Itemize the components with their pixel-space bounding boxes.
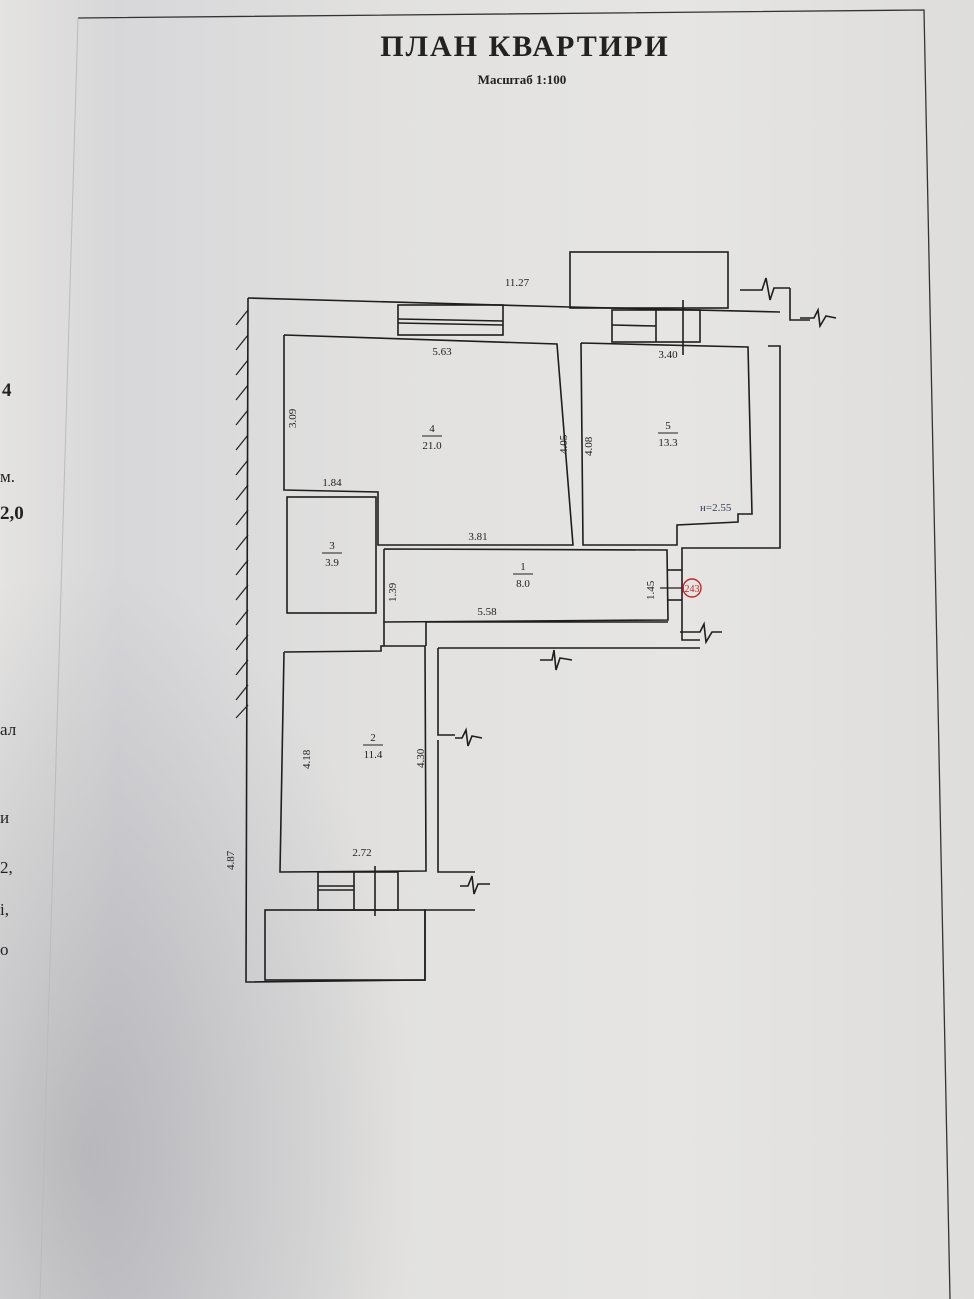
plan-scale: Масштаб 1:100 bbox=[478, 72, 567, 87]
room-number: 5 bbox=[665, 420, 671, 432]
dim-room4-bottom: 3.81 bbox=[468, 531, 487, 543]
left-page-fragment: 4 bbox=[2, 380, 12, 401]
dim-room4-right: 4.05 bbox=[558, 434, 570, 454]
room-label-3: 3 3.9 bbox=[322, 540, 342, 569]
left-page-fragment: ал bbox=[0, 720, 17, 739]
inventory-stamp: 243 bbox=[660, 578, 702, 598]
stamp-number: 243 bbox=[685, 584, 700, 595]
room-area: 3.9 bbox=[325, 557, 339, 569]
room-number: 1 bbox=[520, 561, 526, 573]
room-number: 4 bbox=[429, 423, 435, 435]
left-page-fragment: м. bbox=[0, 467, 16, 486]
room-area: 11.4 bbox=[364, 749, 383, 761]
dim-room4-step: 1.84 bbox=[322, 477, 342, 489]
room-number: 3 bbox=[329, 540, 335, 552]
dim-overall-top: 11.27 bbox=[505, 277, 530, 289]
dimension-labels: 11.27 5.63 3.09 4.05 1.84 3.81 3.40 4.08… bbox=[225, 277, 732, 870]
dim-room1-left: 1.39 bbox=[387, 582, 399, 602]
walls bbox=[235, 251, 837, 983]
plan-title: ПЛАН КВАРТИРИ bbox=[380, 30, 669, 63]
sheet-fold bbox=[39, 17, 79, 1299]
left-page-fragment: и bbox=[0, 808, 10, 827]
room-area: 21.0 bbox=[422, 440, 442, 452]
room-area: 8.0 bbox=[516, 578, 530, 590]
room-area: 13.3 bbox=[658, 437, 678, 449]
dim-room5-left: 4.08 bbox=[583, 436, 595, 456]
left-page-fragment: 2, bbox=[0, 858, 13, 877]
dim-room4-left: 3.09 bbox=[287, 408, 299, 428]
dim-room2-right: 4.30 bbox=[415, 748, 427, 768]
ceiling-height: н=2.55 bbox=[700, 502, 732, 514]
dim-overall-left: 4.87 bbox=[225, 850, 237, 870]
left-page-fragment: і, bbox=[0, 900, 9, 919]
room-number: 2 bbox=[370, 732, 376, 744]
room-label-5: 5 13.3 bbox=[658, 420, 678, 449]
left-page-fragment: о bbox=[0, 940, 9, 959]
room-label-2: 2 11.4 bbox=[363, 732, 383, 761]
dim-room1-right: 1.45 bbox=[645, 580, 657, 600]
sheet-border bbox=[77, 9, 951, 1299]
dim-room2-left: 4.18 bbox=[301, 749, 313, 769]
left-page-fragment: 2,0 bbox=[0, 503, 24, 524]
room-label-1: 1 8.0 bbox=[513, 561, 533, 590]
dim-room4-top: 5.63 bbox=[432, 346, 452, 358]
dim-room2-bottom: 2.72 bbox=[352, 847, 371, 859]
dim-room1-bottom: 5.58 bbox=[477, 606, 497, 618]
hand-shadow bbox=[0, 560, 420, 1299]
room-label-4: 4 21.0 bbox=[422, 423, 442, 452]
dim-room5-top: 3.40 bbox=[658, 349, 678, 361]
